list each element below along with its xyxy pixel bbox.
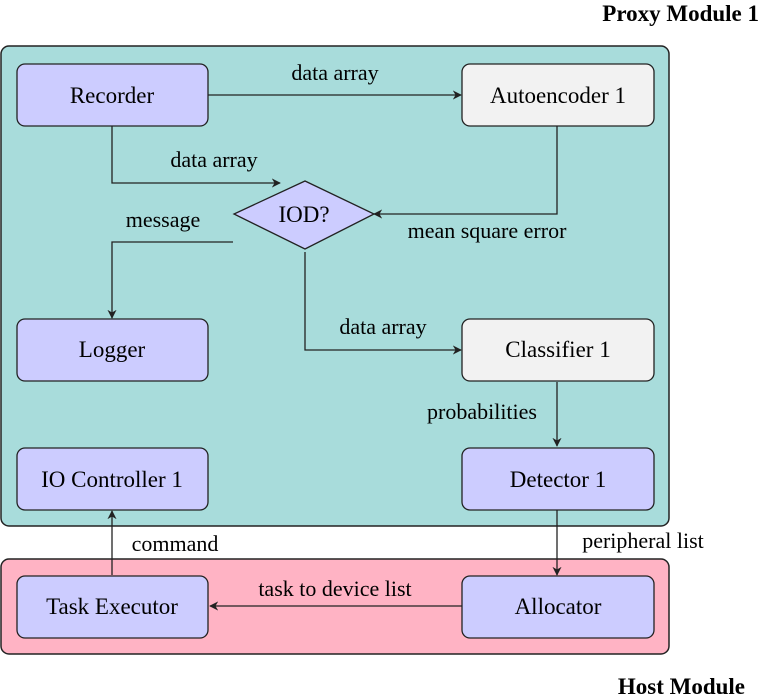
io-controller-node[interactable]: IO Controller 1 (16, 447, 209, 511)
edge-label-iod-to-classifier: data array (339, 314, 426, 339)
edge-label-autoencoder-to-iod: mean square error (408, 218, 567, 243)
logger-node[interactable]: Logger (16, 318, 209, 382)
edge-label-recorder-to-iod: data array (170, 147, 257, 172)
classifier-label: Classifier 1 (505, 337, 610, 362)
edge-label-iod-to-logger: message (126, 207, 201, 232)
detector-label: Detector 1 (510, 467, 606, 492)
edge-label-executor-to-io: command (132, 531, 219, 556)
task-executor-label: Task Executor (46, 594, 178, 619)
proxy-module-container (0, 45, 670, 527)
recorder-label: Recorder (70, 83, 155, 108)
edge-label-allocator-to-executor: task to device list (258, 576, 411, 601)
edge-iod-to-logger (107, 241, 233, 319)
iod-decision-node[interactable]: IOD? (232, 180, 376, 250)
io-controller-label: IO Controller 1 (41, 467, 183, 492)
edge-iod-to-classifier (304, 252, 462, 355)
allocator-label: Allocator (515, 594, 602, 619)
host-module-title: Host Module (618, 674, 745, 696)
edge-label-detector-to-allocator: peripheral list (582, 528, 704, 553)
detector-node[interactable]: Detector 1 (461, 447, 655, 511)
logger-label: Logger (79, 337, 146, 362)
autoencoder-node[interactable]: Autoencoder 1 (461, 63, 655, 127)
task-executor-node[interactable]: Task Executor (16, 575, 209, 639)
edge-label-recorder-to-autoencoder: data array (291, 60, 378, 85)
edge-autoencoder-to-iod (373, 126, 558, 219)
iod-label: IOD? (278, 202, 329, 227)
autoencoder-label: Autoencoder 1 (490, 83, 626, 108)
edge-label-classifier-to-detector: probabilities (427, 399, 537, 424)
allocator-node[interactable]: Allocator (461, 575, 655, 639)
recorder-node[interactable]: Recorder (16, 63, 209, 127)
classifier-node[interactable]: Classifier 1 (461, 318, 655, 382)
proxy-module-title: Proxy Module 1 (602, 1, 759, 26)
edge-recorder-to-iod (111, 126, 281, 188)
